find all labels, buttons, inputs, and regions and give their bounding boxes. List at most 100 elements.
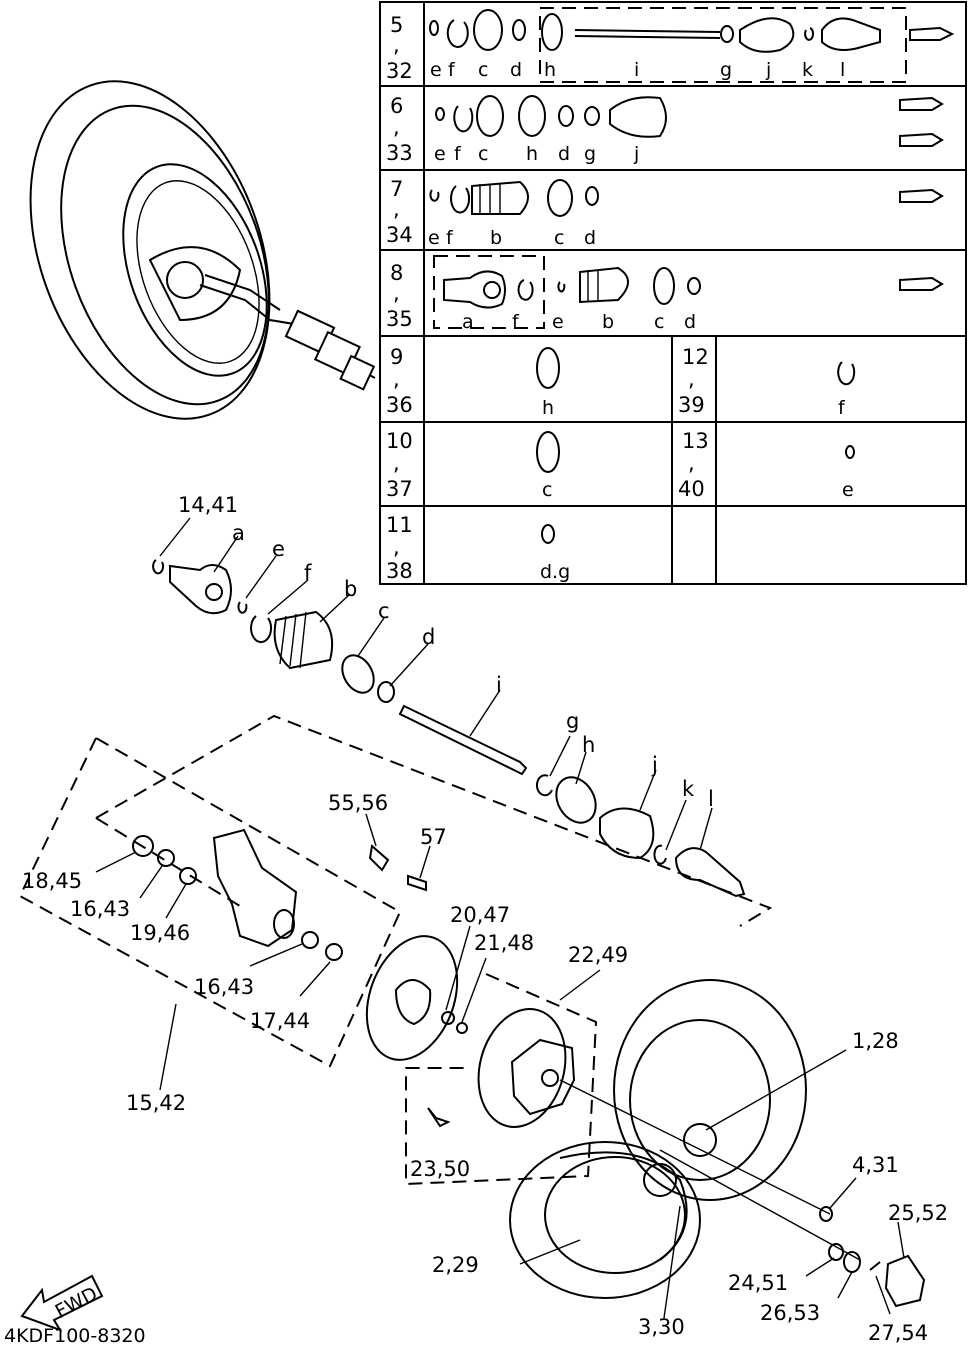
- callout-4-31: 4,31: [852, 1153, 899, 1177]
- callout-14-41: 14,41: [178, 493, 238, 517]
- callout-26-53: 26,53: [760, 1301, 820, 1325]
- svg-text:c: c: [654, 311, 664, 333]
- svg-text:5: 5: [390, 13, 403, 37]
- svg-text:38: 38: [386, 559, 413, 583]
- svg-text:39: 39: [678, 393, 705, 417]
- callout-23-50: 23,50: [410, 1157, 470, 1181]
- svg-text:b: b: [602, 311, 614, 333]
- svg-text:e: e: [842, 479, 854, 501]
- svg-text:35: 35: [386, 307, 413, 331]
- callout-1-28: 1,28: [852, 1029, 899, 1053]
- row-7-34-parts: e f b c d: [428, 179, 944, 249]
- svg-text:,: ,: [688, 451, 695, 475]
- callout-18-45: 18,45: [22, 869, 82, 893]
- table-row-13-40: 13 , 40: [678, 429, 709, 501]
- row-5-32-parts: e f c d h i g j k l: [429, 7, 955, 83]
- fwd-label: FWD: [52, 1283, 101, 1323]
- callout-15-42: 15,42: [126, 1091, 186, 1115]
- svg-text:,: ,: [393, 197, 400, 221]
- table-row-10-37: 10 , 37: [386, 429, 413, 501]
- row-13-40-parts: e: [842, 445, 855, 501]
- table-row-6-33: 6 , 33: [386, 94, 413, 165]
- callout-27-54: 27,54: [868, 1321, 928, 1345]
- callout-g: g: [566, 709, 579, 733]
- svg-text:k: k: [802, 59, 813, 81]
- table-row-8-35: 8 , 35: [386, 261, 413, 331]
- svg-text:,: ,: [393, 535, 400, 559]
- callout-j: j: [651, 753, 658, 777]
- svg-text:,: ,: [393, 367, 400, 391]
- svg-text:f: f: [838, 397, 846, 419]
- callout-2-29: 2,29: [432, 1253, 479, 1277]
- svg-text:9: 9: [390, 345, 403, 369]
- wheel-hub: [405, 973, 598, 1186]
- svg-text:10: 10: [386, 429, 413, 453]
- svg-text:8: 8: [390, 261, 403, 285]
- svg-text:,: ,: [688, 367, 695, 391]
- callout-19-46: 19,46: [130, 921, 190, 945]
- callout-k: k: [682, 777, 695, 801]
- callout-55-56: 55,56: [328, 791, 388, 815]
- callout-22-49: 22,49: [568, 943, 628, 967]
- callout-21-48: 21,48: [474, 931, 534, 955]
- front-wheel: [509, 979, 926, 1308]
- callout-l: l: [708, 787, 714, 811]
- svg-text:40: 40: [678, 477, 705, 501]
- row-12-39-parts: f: [837, 361, 856, 419]
- svg-text:,: ,: [393, 451, 400, 475]
- callout-16-43-a: 16,43: [70, 897, 130, 921]
- svg-text:,: ,: [393, 281, 400, 305]
- table-row-9-36: 9 , 36: [386, 345, 413, 417]
- svg-text:j: j: [765, 59, 771, 81]
- callout-3-30: 3,30: [638, 1315, 685, 1339]
- svg-text:d: d: [558, 143, 570, 165]
- knuckle-assembly: [18, 736, 427, 1068]
- callout-c: c: [378, 599, 390, 623]
- svg-text:f: f: [454, 143, 462, 165]
- callout-a: a: [232, 521, 245, 545]
- row-6-33-parts: e f c h d g j: [434, 95, 944, 165]
- table-row-7-34: 7 , 34: [386, 177, 413, 247]
- brake-disc: [365, 935, 468, 1061]
- svg-text:34: 34: [386, 223, 413, 247]
- svg-text:,: ,: [393, 33, 400, 57]
- svg-text:e: e: [434, 143, 446, 165]
- svg-text:h: h: [542, 397, 554, 419]
- drawing-code: 4KDF100-8320: [4, 1325, 146, 1347]
- leader-lines: [95, 517, 905, 1319]
- callout-e: e: [272, 537, 285, 561]
- callout-b: b: [344, 577, 357, 601]
- svg-text:,: ,: [393, 115, 400, 139]
- callout-h: h: [582, 733, 595, 757]
- svg-text:j: j: [633, 143, 639, 165]
- callout-24-51: 24,51: [728, 1271, 788, 1295]
- callout-16-43-b: 16,43: [194, 975, 254, 999]
- svg-text:7: 7: [390, 177, 403, 201]
- svg-text:b: b: [490, 227, 502, 249]
- svg-text:33: 33: [386, 141, 413, 165]
- svg-text:c: c: [478, 143, 488, 165]
- svg-text:6: 6: [390, 94, 403, 118]
- wheel-assembly-illustration: [29, 80, 376, 420]
- fwd-arrow-icon: FWD: [20, 1274, 104, 1332]
- svg-text:c: c: [478, 59, 488, 81]
- svg-text:h: h: [526, 143, 538, 165]
- driveshaft-exploded: [95, 559, 773, 927]
- svg-text:a: a: [462, 311, 474, 333]
- svg-text:h: h: [544, 59, 556, 81]
- row-9-36-parts: h: [536, 347, 560, 419]
- svg-text:f: f: [448, 59, 456, 81]
- svg-text:l: l: [840, 59, 845, 81]
- svg-text:e: e: [430, 59, 442, 81]
- table-row-11-38: 11 , 38: [386, 513, 413, 583]
- callout-labels: 14,41 a e f b c d i g h j k l 55,56 57 1…: [22, 493, 948, 1345]
- callout-d: d: [422, 625, 435, 649]
- svg-text:f: f: [446, 227, 454, 249]
- svg-text:36: 36: [386, 393, 413, 417]
- callout-i: i: [496, 673, 502, 697]
- svg-text:g: g: [720, 59, 732, 81]
- svg-text:g: g: [584, 143, 596, 165]
- table-row-12-39: 12 , 39: [678, 345, 709, 417]
- svg-text:32: 32: [386, 59, 413, 83]
